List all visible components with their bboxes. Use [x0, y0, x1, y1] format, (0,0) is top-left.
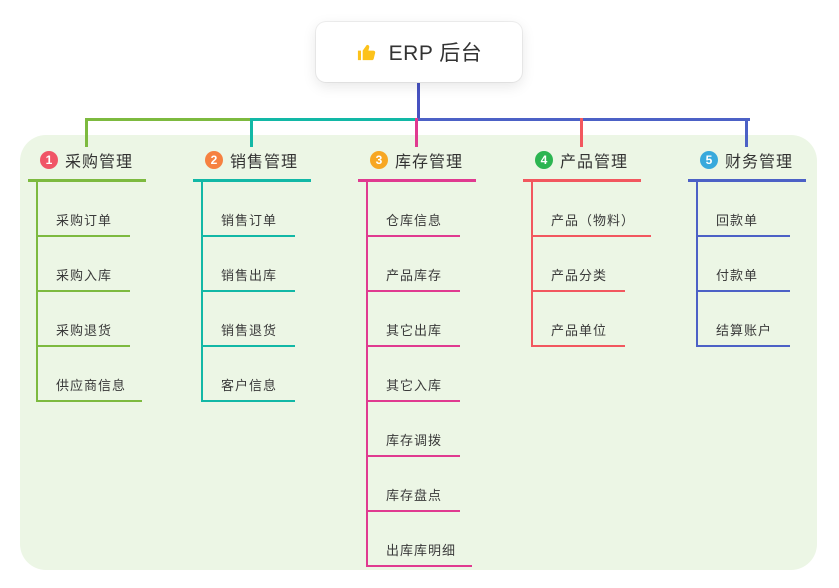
branch-title-node[interactable]: 5 财务管理 [688, 146, 806, 182]
branch-items: 采购订单 采购入库 采购退货 供应商信息 [36, 182, 143, 402]
node-label: 产品库存 [386, 268, 443, 283]
mindmap-node[interactable]: 仓库信息 [368, 182, 460, 237]
branch-label: 财务管理 [725, 154, 794, 171]
branch-label: 库存管理 [395, 154, 464, 171]
connector-branch-2-h [252, 118, 418, 121]
node-label: 销售退货 [221, 323, 278, 338]
connector-branch-5-h [418, 118, 750, 121]
mindmap-node[interactable]: 回款单 [698, 182, 790, 237]
node-label: 库存调拨 [386, 433, 443, 448]
node-label: 客户信息 [221, 378, 278, 393]
mindmap-node[interactable]: 库存盘点 [368, 457, 460, 512]
mindmap-node[interactable]: 付款单 [698, 237, 790, 292]
node-label: 库存盘点 [386, 488, 443, 503]
mindmap-node[interactable]: 采购退货 [38, 292, 130, 347]
connector-branch-5-drop [745, 118, 748, 147]
connector-branch-1-h [86, 118, 255, 121]
mindmap-node[interactable]: 其它入库 [368, 347, 460, 402]
node-label: 销售订单 [221, 213, 278, 228]
thumbs-up-icon [356, 41, 379, 64]
node-label: 采购订单 [56, 213, 113, 228]
branch-title-node[interactable]: 4 产品管理 [523, 146, 641, 182]
branch-number-badge: 3 [370, 151, 388, 169]
mindmap-node[interactable]: 结算账户 [698, 292, 790, 347]
branch-label: 销售管理 [230, 154, 299, 171]
mindmap-node[interactable]: 产品库存 [368, 237, 460, 292]
connector-branch-3-drop [415, 118, 418, 147]
node-label: 产品（物料） [551, 213, 636, 228]
mindmap-node[interactable]: 出库库明细 [368, 512, 473, 567]
node-label: 产品分类 [551, 268, 608, 283]
mindmap-node[interactable]: 产品分类 [533, 237, 625, 292]
mindmap-node[interactable]: 供应商信息 [38, 347, 143, 402]
mindmap-node[interactable]: 采购订单 [38, 182, 130, 237]
root-label: ERP 后台 [388, 42, 483, 65]
node-label: 其它入库 [386, 378, 443, 393]
branch-2: 2 销售管理 销售订单 销售出库 销售退货 客户信息 [193, 146, 311, 402]
branch-items: 产品（物料） 产品分类 产品单位 [531, 182, 652, 347]
mindmap-node[interactable]: 产品单位 [533, 292, 625, 347]
branch-title-node[interactable]: 1 采购管理 [28, 146, 146, 182]
connector-branch-2-drop [250, 118, 253, 147]
node-label: 回款单 [716, 213, 759, 228]
branch-5: 5 财务管理 回款单 付款单 结算账户 [688, 146, 806, 347]
root-node[interactable]: ERP 后台 [316, 22, 522, 82]
branch-title-node[interactable]: 3 库存管理 [358, 146, 476, 182]
node-label: 采购入库 [56, 268, 113, 283]
branch-number-badge: 4 [535, 151, 553, 169]
node-label: 付款单 [716, 268, 759, 283]
node-label: 采购退货 [56, 323, 113, 338]
branch-items: 仓库信息 产品库存 其它出库 其它入库 库存调拨 库存盘点 出库库明细 [366, 182, 473, 567]
root-stem-connector [417, 82, 420, 118]
node-label: 仓库信息 [386, 213, 443, 228]
node-label: 其它出库 [386, 323, 443, 338]
node-label: 结算账户 [716, 323, 773, 338]
node-label: 销售出库 [221, 268, 278, 283]
branch-label: 采购管理 [65, 154, 134, 171]
branch-number-badge: 2 [205, 151, 223, 169]
branch-items: 销售订单 销售出库 销售退货 客户信息 [201, 182, 295, 402]
node-label: 出库库明细 [386, 543, 457, 558]
mindmap-node[interactable]: 客户信息 [203, 347, 295, 402]
mindmap-node[interactable]: 销售出库 [203, 237, 295, 292]
mindmap-node[interactable]: 库存调拨 [368, 402, 460, 457]
branch-title-node[interactable]: 2 销售管理 [193, 146, 311, 182]
branch-label: 产品管理 [560, 154, 629, 171]
mindmap-node[interactable]: 其它出库 [368, 292, 460, 347]
node-label: 产品单位 [551, 323, 608, 338]
branch-items: 回款单 付款单 结算账户 [696, 182, 790, 347]
board-background [20, 135, 817, 570]
branch-number-badge: 5 [700, 151, 718, 169]
connector-branch-4-drop [580, 118, 583, 147]
mindmap-node[interactable]: 销售订单 [203, 182, 295, 237]
branch-1: 1 采购管理 采购订单 采购入库 采购退货 供应商信息 [28, 146, 146, 402]
branch-number-badge: 1 [40, 151, 58, 169]
branch-3: 3 库存管理 仓库信息 产品库存 其它出库 其它入库 库存调拨 库存盘点 出库库… [358, 146, 476, 567]
node-label: 供应商信息 [56, 378, 127, 393]
mindmap-node[interactable]: 采购入库 [38, 237, 130, 292]
mindmap-node[interactable]: 产品（物料） [533, 182, 652, 237]
connector-branch-1-drop [85, 118, 88, 147]
branch-4: 4 产品管理 产品（物料） 产品分类 产品单位 [523, 146, 652, 347]
mindmap-node[interactable]: 销售退货 [203, 292, 295, 347]
